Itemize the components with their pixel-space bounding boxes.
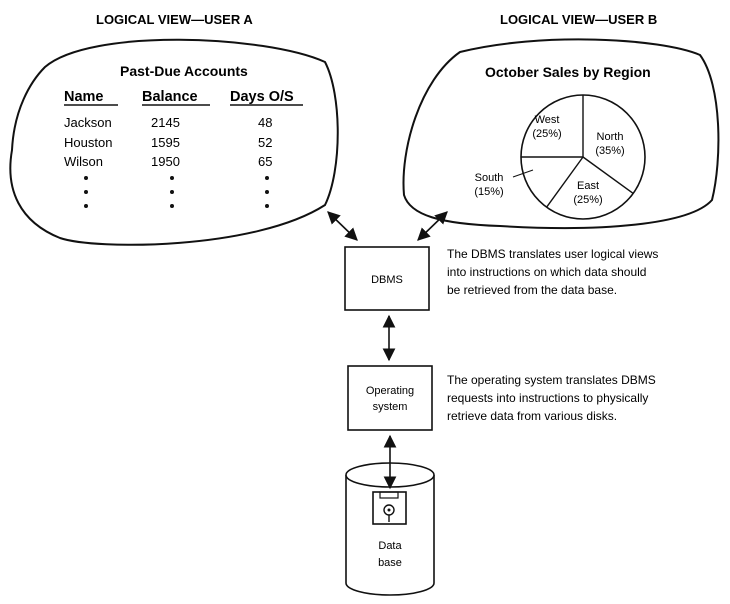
column-header-balance: Balance xyxy=(142,89,198,105)
user-a-view-title: LOGICAL VIEW—USER A xyxy=(96,12,253,27)
os-note-line: retrieve data from various disks. xyxy=(447,409,617,423)
table-row: Wilson 1950 65 xyxy=(64,154,272,169)
cell-days: 48 xyxy=(258,115,272,130)
user-a-blob xyxy=(9,38,339,246)
os-note-line: The operating system translates DBMS xyxy=(447,373,656,387)
south-leader-line xyxy=(512,169,534,178)
region-pie-chart: West (25%) North (35%) East (25%) South (15%) xyxy=(474,94,646,220)
table-row: Houston 1595 52 xyxy=(64,135,272,150)
column-header-name: Name xyxy=(64,89,104,105)
pie-slice-percent: (25%) xyxy=(573,194,602,206)
cell-name: Jackson xyxy=(64,115,112,130)
pie-slice-label: South xyxy=(475,172,504,184)
continuation-dots xyxy=(84,176,269,208)
database-label-line: base xyxy=(378,557,402,569)
past-due-title: Past-Due Accounts xyxy=(120,63,248,79)
pie-slice-label: West xyxy=(535,114,560,126)
dbms-box xyxy=(344,246,430,311)
past-due-table: Name Balance Days O/S Jackson 2145 48 Ho… xyxy=(64,89,303,208)
pie-slice-percent: (15%) xyxy=(474,186,503,198)
cell-balance: 1950 xyxy=(151,154,180,169)
pie-slice-boundary xyxy=(582,156,634,194)
database-label-line: Data xyxy=(378,540,402,552)
dbms-note-line: The DBMS translates user logical views xyxy=(447,247,658,261)
column-header-days: Days O/S xyxy=(230,89,294,105)
os-note: The operating system translates DBMS req… xyxy=(447,373,656,423)
dbms-label: DBMS xyxy=(371,274,403,286)
arrow-user-b-dbms xyxy=(417,211,448,241)
table-row: Jackson 2145 48 xyxy=(64,115,272,130)
pie-slice-percent: (25%) xyxy=(532,128,561,140)
pie-slice-label: East xyxy=(577,180,599,192)
pie-slice-percent: (35%) xyxy=(595,145,624,157)
os-label-line: system xyxy=(373,401,408,413)
pie-slice-label: North xyxy=(597,131,624,143)
os-label-line: Operating xyxy=(366,385,414,397)
cell-name: Houston xyxy=(64,135,112,150)
cell-days: 52 xyxy=(258,135,272,150)
user-b-view-title: LOGICAL VIEW—USER B xyxy=(500,12,657,27)
dbms-note-line: be retrieved from the data base. xyxy=(447,283,617,297)
os-box xyxy=(347,365,433,431)
floppy-disk-icon xyxy=(372,491,407,525)
cell-balance: 1595 xyxy=(151,135,180,150)
arrow-user-a-dbms xyxy=(327,211,358,241)
dbms-note: The DBMS translates user logical views i… xyxy=(447,247,658,297)
dbms-note-line: into instructions on which data should xyxy=(447,265,646,279)
pie-slice-boundary xyxy=(546,156,584,208)
chart-title: October Sales by Region xyxy=(485,64,651,80)
os-note-line: requests into instructions to physically xyxy=(447,391,648,405)
cell-days: 65 xyxy=(258,154,272,169)
cell-balance: 2145 xyxy=(151,115,180,130)
cell-name: Wilson xyxy=(64,154,103,169)
